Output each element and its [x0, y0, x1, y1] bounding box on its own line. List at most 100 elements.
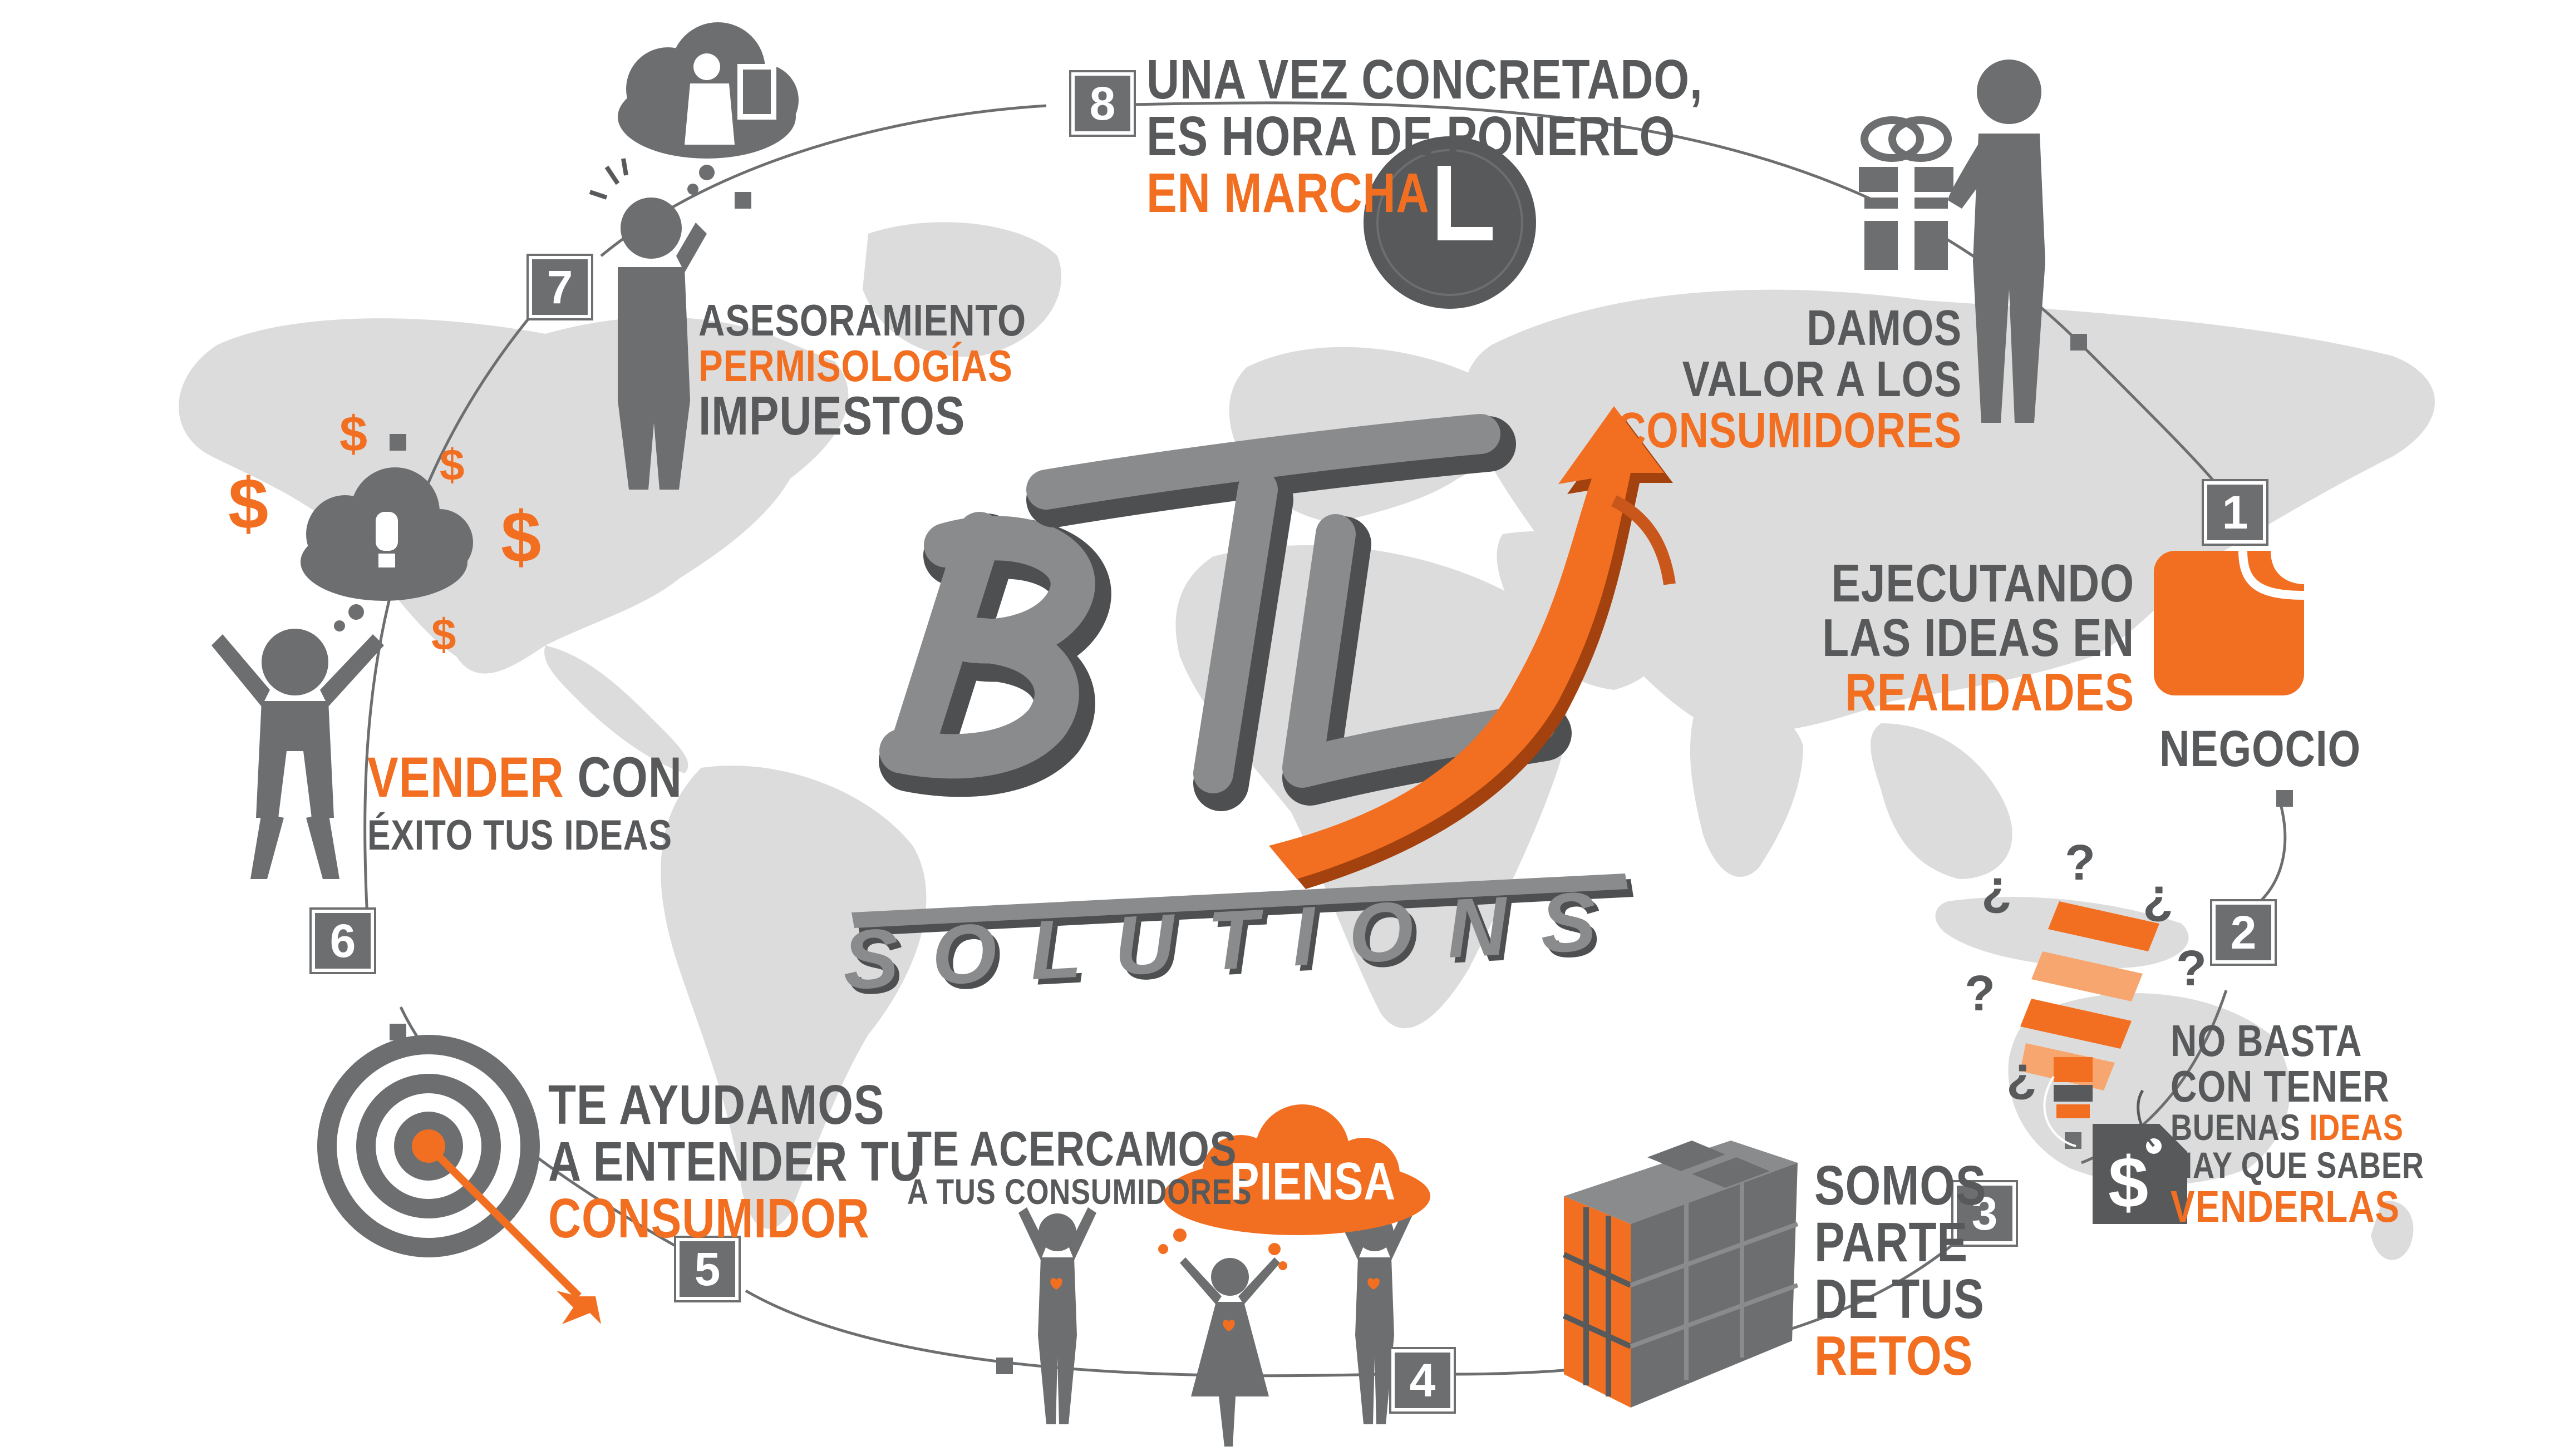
price-tag-symbol: $ — [2108, 1142, 2149, 1223]
connector-6-7 — [363, 310, 535, 919]
step6-text: VENDER CON ÉXITO TUS IDEAS — [367, 748, 682, 857]
step3-line3: DE TUS — [1814, 1268, 1985, 1330]
map-greenland — [863, 222, 1062, 357]
step6-line1-b: CON — [564, 746, 682, 809]
step2-line2: CON TENER — [2171, 1061, 2390, 1111]
connector-node — [390, 1024, 406, 1040]
step2-text: NO BASTA CON TENER BUENAS IDEAS HAY QUE … — [2171, 1018, 2424, 1229]
step1-title-line1: DAMOS — [1807, 300, 1962, 356]
dollar-sign: $ — [501, 496, 542, 578]
map-indonesia — [1935, 897, 2189, 968]
clock-icon — [1364, 136, 1536, 309]
arrow-icon — [426, 1143, 601, 1324]
growth-arrow — [1269, 406, 1676, 889]
btl-logo — [852, 406, 1676, 936]
question-mark: ¿ — [2006, 1047, 2037, 1102]
step-badge-6: 6 — [312, 910, 374, 972]
map-southeast-asia — [1871, 723, 2012, 879]
people-icon — [1018, 1207, 1414, 1447]
map-india — [1690, 690, 1803, 877]
step4-line2: A TUS CONSUMIDORES — [907, 1171, 1252, 1212]
step5-text: TE AYUDAMOS A ENTENDER TU CONSUMIDOR — [548, 1077, 923, 1247]
map-asia — [1465, 289, 2435, 733]
logo-letter-t — [1026, 414, 1516, 811]
map-central-america — [544, 645, 688, 773]
step3-line2: PARTE — [1814, 1211, 1968, 1274]
step2-line5: VENDERLAS — [2171, 1181, 2400, 1231]
step5-line2: A ENTENDER TU — [548, 1131, 923, 1193]
connector-node — [735, 192, 751, 209]
step-badge-1: 1 — [2204, 481, 2266, 544]
dollar-sign: $ — [431, 610, 456, 659]
step-badge-7: 7 — [529, 256, 591, 318]
logo-underline — [852, 873, 1633, 936]
connector-node — [2070, 334, 2087, 351]
step7-line2: PERMISOLOGÍAS — [698, 340, 1013, 391]
lightbulb-icon — [2020, 901, 2159, 1147]
step1-title: DAMOS VALOR A LOS CONSUMIDORES — [1616, 303, 1962, 456]
question-mark: ? — [1965, 966, 1995, 1021]
step2-line3-a: BUENAS — [2171, 1107, 2310, 1148]
step4-cloud-text: PIENSA — [1230, 1152, 1396, 1211]
map-south-america — [661, 766, 927, 1229]
cube-puzzle-icon — [1562, 1141, 1799, 1408]
step1-caption: NEGOCIO — [2159, 720, 2361, 777]
step1-sub-line1: EJECUTANDO — [1831, 554, 2134, 613]
step2-line1: NO BASTA — [2171, 1016, 2363, 1065]
question-mark: ¿ — [2143, 868, 2173, 924]
jumping-person-icon — [211, 629, 384, 879]
step2-line4: HAY QUE SABER — [2171, 1144, 2424, 1186]
thinking-person-icon — [589, 158, 707, 490]
step-badge-4: 4 — [1391, 1349, 1454, 1411]
cloud-bulb-icon — [376, 512, 398, 567]
step1-sub-line3: REALIDADES — [1845, 662, 2134, 722]
step7-line3: IMPUESTOS — [698, 385, 966, 447]
step3-line1: SOMOS — [1814, 1154, 1987, 1217]
step6-line1-a: VENDER — [367, 746, 564, 809]
advisor-cloud-icon — [618, 22, 799, 195]
connector-4-5 — [745, 1289, 1381, 1378]
step7-line1: ASESORAMIENTO — [698, 295, 1026, 345]
step-badge-3: 3 — [1953, 1182, 2016, 1245]
price-tag-icon — [2093, 1089, 2187, 1224]
connector-node — [996, 1358, 1013, 1374]
map-new-zealand — [2371, 1201, 2414, 1260]
step4-text: TE ACERCAMOS A TUS CONSUMIDORES — [907, 1124, 1252, 1210]
step7-text: ASESORAMIENTO PERMISOLOGÍAS IMPUESTOS — [698, 298, 1026, 444]
person-icon — [1948, 60, 2045, 423]
step5-line3: CONSUMIDOR — [548, 1187, 870, 1250]
step-badge-5: 5 — [676, 1238, 739, 1300]
step-badge-2: 2 — [2212, 901, 2275, 964]
logo-letter-b — [879, 512, 1111, 797]
question-mark: ? — [2176, 941, 2207, 996]
step1-subtitle: EJECUTANDO LAS IDEAS EN REALIDADES — [1822, 556, 2134, 720]
connector-node — [2276, 790, 2293, 807]
gift-icon — [1859, 116, 1953, 270]
step2-line3-b: IDEAS — [2309, 1107, 2404, 1148]
folded-note-icon — [2154, 550, 2305, 695]
step2-line3: BUENAS IDEAS — [2171, 1109, 2424, 1146]
question-mark: ? — [2065, 835, 2095, 891]
step3-text: SOMOS PARTE DE TUS RETOS — [1814, 1157, 1986, 1384]
connector-node — [390, 434, 406, 451]
step6-line1: VENDER CON — [367, 748, 682, 806]
dollar-sign: $ — [440, 440, 465, 490]
step-badge-8: 8 — [1071, 72, 1134, 135]
step3-line4: RETOS — [1814, 1325, 1973, 1387]
step8-text: UNA VEZ CONCRETADO, ES HORA DE PONERLO E… — [1146, 51, 1703, 221]
step4-line1: TE ACERCAMOS — [907, 1121, 1237, 1176]
step8-line2: ES HORA DE PONERLO — [1146, 105, 1676, 167]
question-mark: ¿ — [1981, 860, 2012, 916]
step1-sub-line2: LAS IDEAS EN — [1822, 608, 2134, 668]
dollar-sign: $ — [228, 463, 269, 544]
step8-line1: UNA VEZ CONCRETADO, — [1146, 48, 1703, 111]
connector-1-2 — [2253, 798, 2287, 908]
dollar-sign: $ — [339, 407, 368, 462]
cloud-icon — [1158, 1104, 1430, 1270]
step8-line3: EN MARCHA — [1146, 162, 1430, 224]
step6-line2: ÉXITO TUS IDEAS — [367, 812, 672, 860]
step1-title-line2: VALOR A LOS — [1682, 351, 1962, 407]
step5-line1: TE AYUDAMOS — [548, 1074, 885, 1136]
